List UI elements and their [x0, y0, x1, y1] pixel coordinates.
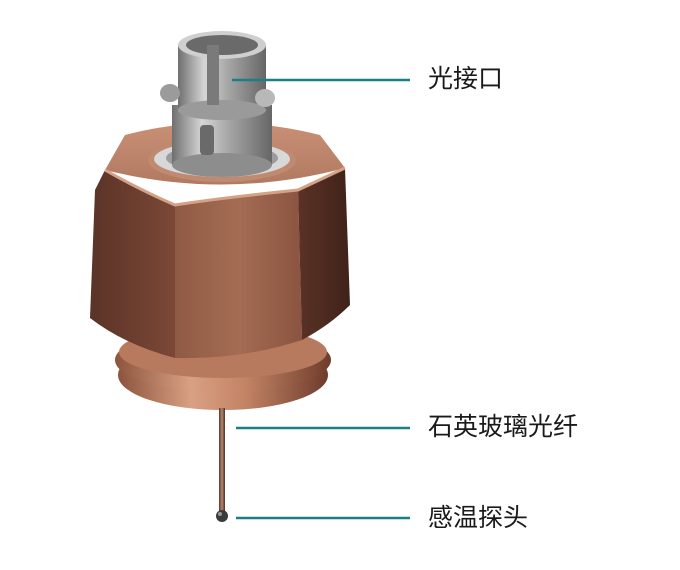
- probe-tip: [216, 510, 228, 522]
- quartz-fiber: [219, 408, 225, 514]
- sensing-probe-label: 感温探头: [428, 503, 529, 532]
- optical-connector: [160, 31, 275, 177]
- quartz-fiber-label: 石英玻璃光纤: [428, 412, 579, 441]
- optical-port-label: 光接口: [428, 64, 504, 93]
